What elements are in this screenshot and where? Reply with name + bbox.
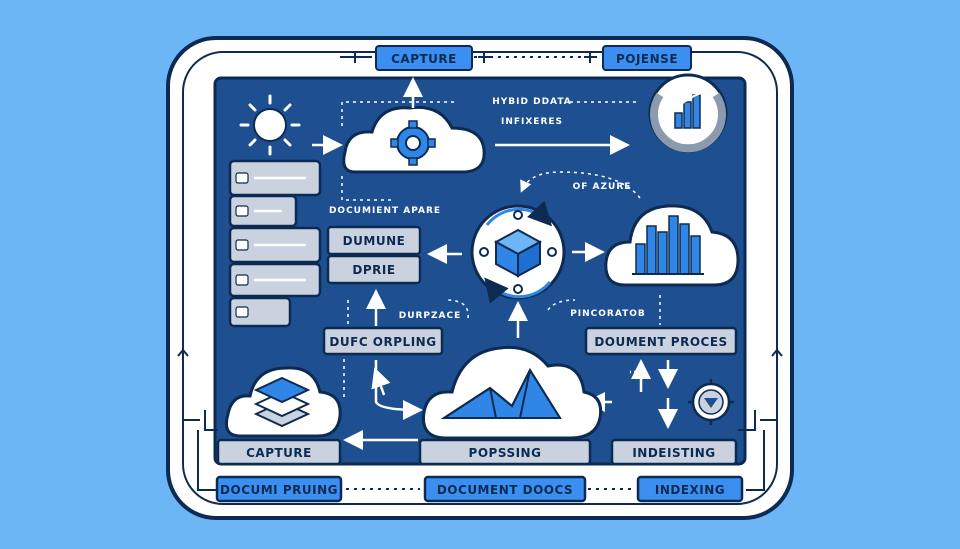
bar-chart-trend: [671, 91, 705, 113]
box-indeisting[interactable]: [610, 438, 738, 466]
list-bar-5[interactable]: [228, 296, 292, 328]
tag-capture-top-box[interactable]: [375, 45, 473, 71]
annotation-durpzace: DURPZACE: [399, 311, 462, 321]
frame-side-arrows: [177, 348, 783, 421]
annotation-hybrid: HYBID DDATA: [492, 97, 571, 107]
left-list-stack: [228, 159, 322, 328]
label-indeisting: INDEISTING: [632, 446, 715, 460]
annotation-pincoratob: PINCORATOB: [570, 309, 646, 319]
label-doument-proces: DOUMENT PROCES: [594, 335, 727, 349]
tag-documi-pruing: DOCUMI PRUING: [220, 483, 338, 497]
box-dumune[interactable]: [326, 225, 422, 256]
arrow-azure-to-cube: [520, 171, 641, 199]
annotation-infixeres: INFIXERES: [501, 117, 563, 127]
mountain-chart-icon: [440, 367, 562, 419]
cloud-chart: [604, 204, 740, 287]
cube-icon: [479, 210, 557, 294]
box-dufc-orpling[interactable]: [322, 326, 444, 356]
proces-arrows: [630, 359, 678, 429]
box-popssing[interactable]: [418, 438, 592, 466]
box-capture-bottom[interactable]: [216, 438, 342, 466]
annotation-document-apare: DOCUMIENT APARE: [329, 206, 441, 216]
tag-document-doocs-box[interactable]: [423, 475, 587, 503]
label-popssing: POPSSING: [469, 446, 542, 460]
box-dprie[interactable]: [326, 254, 422, 285]
tag-response-box[interactable]: [602, 45, 692, 71]
outer-frame-inner-line: [182, 51, 778, 505]
gear-icon: [390, 120, 436, 166]
layers-icon: [253, 376, 311, 428]
tag-indexing: INDEXING: [655, 483, 725, 497]
arrow-dufc-to-mountain: [374, 360, 423, 420]
tag-capture-top: CAPTURE: [391, 52, 457, 66]
play-down-icon: [688, 379, 734, 425]
sun-icon: [239, 94, 301, 156]
label-capture-bottom: CAPTURE: [246, 446, 312, 460]
box-doument-proces[interactable]: [584, 326, 738, 356]
tag-response: POJENSE: [616, 52, 678, 66]
annotation-of-azure: OF AZURE: [573, 182, 632, 192]
label-dufc-orpling: DUFC ORPLING: [329, 335, 436, 349]
annotation-dashes: [341, 101, 640, 201]
tag-indexing-box[interactable]: [636, 475, 744, 503]
bottom-connectors: [197, 410, 765, 491]
tag-document-doocs: DOCUMENT DOOCS: [437, 483, 573, 497]
label-dprie: DPRIE: [352, 263, 395, 277]
tag-documi-pruing-box[interactable]: [215, 475, 343, 503]
top-connectors: [340, 51, 600, 63]
label-dumune: DUMUNE: [343, 234, 406, 248]
arrow-dufc-loop: [371, 367, 391, 396]
mid-dashes: [343, 295, 661, 400]
